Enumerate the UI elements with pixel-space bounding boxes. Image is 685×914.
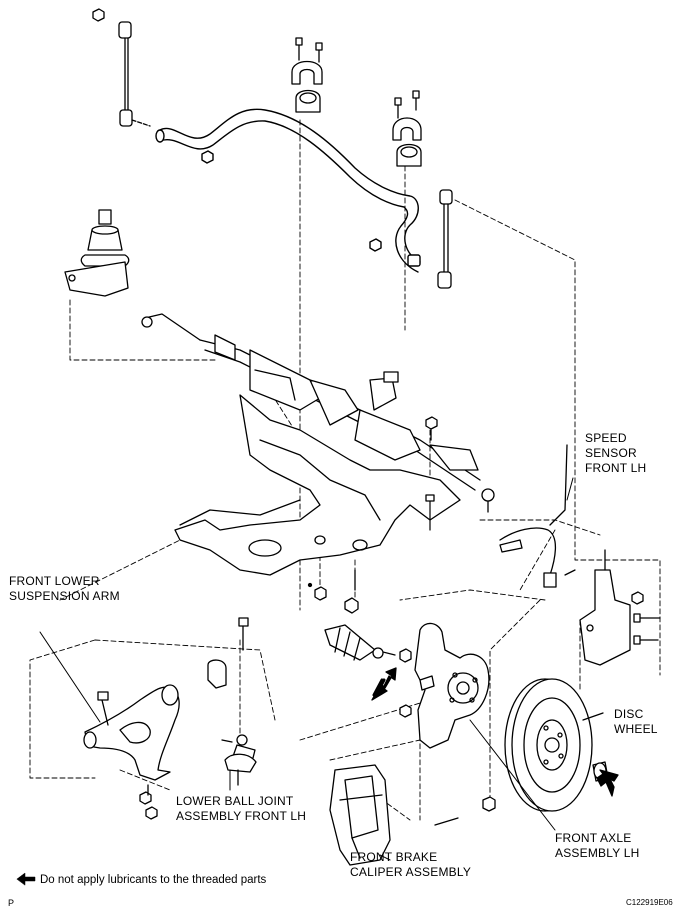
nut-icon — [631, 591, 644, 605]
strut-bracket — [579, 549, 661, 666]
nut-icon — [344, 597, 359, 614]
engine-mount — [64, 209, 130, 297]
arrow-left-icon — [16, 872, 36, 886]
corner-mark: P — [8, 898, 15, 908]
arrow-icon — [596, 769, 619, 797]
lower-suspension-arm — [39, 631, 180, 781]
front-axle-knuckle — [399, 622, 496, 826]
disc-label: DISC — [614, 707, 644, 721]
nut-icon — [369, 238, 382, 252]
no-lubricant-arrows — [371, 667, 619, 797]
ball-joint-label: LOWER BALL JOINT ASSEMBLY FRONT LH — [176, 794, 307, 823]
nut-icon — [92, 8, 105, 22]
nut-icon — [425, 416, 438, 430]
legend-text: Do not apply lubricants to the threaded … — [40, 874, 267, 886]
crossmember-fasteners — [314, 416, 438, 614]
nut-icon — [399, 704, 412, 718]
lower-arm-label: FRONT LOWER SUSPENSION ARM — [9, 574, 120, 603]
label-leader-lines — [229, 477, 574, 861]
axle-label: FRONT AXLE ASSEMBLY LH — [555, 831, 640, 860]
lower-ball-joint — [221, 734, 257, 786]
nut-icon — [314, 586, 327, 601]
caliper-label: FRONT BRAKE CALIPER ASSEMBLY — [350, 850, 472, 879]
nut-icon — [145, 806, 158, 820]
figure-code: C122919E06 — [626, 898, 673, 907]
arm-bracket — [207, 617, 249, 689]
legend-arrow — [16, 872, 36, 886]
speed-sensor — [499, 444, 576, 588]
stabilizer-bar — [155, 108, 421, 273]
nut-icon — [139, 791, 152, 805]
speed-sensor-label: SPEED SENSOR FRONT LH — [585, 431, 647, 475]
stabilizer-link-right — [437, 189, 453, 289]
stabilizer-bushing-left — [291, 37, 323, 113]
wheel-label: WHEEL — [614, 722, 658, 736]
stabilizer-link-left — [92, 8, 151, 127]
nut-icon — [201, 150, 214, 164]
nut-icon — [399, 648, 412, 663]
lower-arm-fasteners — [139, 784, 158, 820]
brake-disc — [504, 678, 604, 812]
brake-caliper — [329, 764, 391, 866]
steering-gear-assembly — [141, 313, 495, 513]
nut-icon — [482, 796, 496, 812]
suspension-crossmember — [174, 394, 461, 588]
drive-shaft — [324, 624, 412, 663]
stabilizer-bushing-right — [392, 90, 422, 167]
